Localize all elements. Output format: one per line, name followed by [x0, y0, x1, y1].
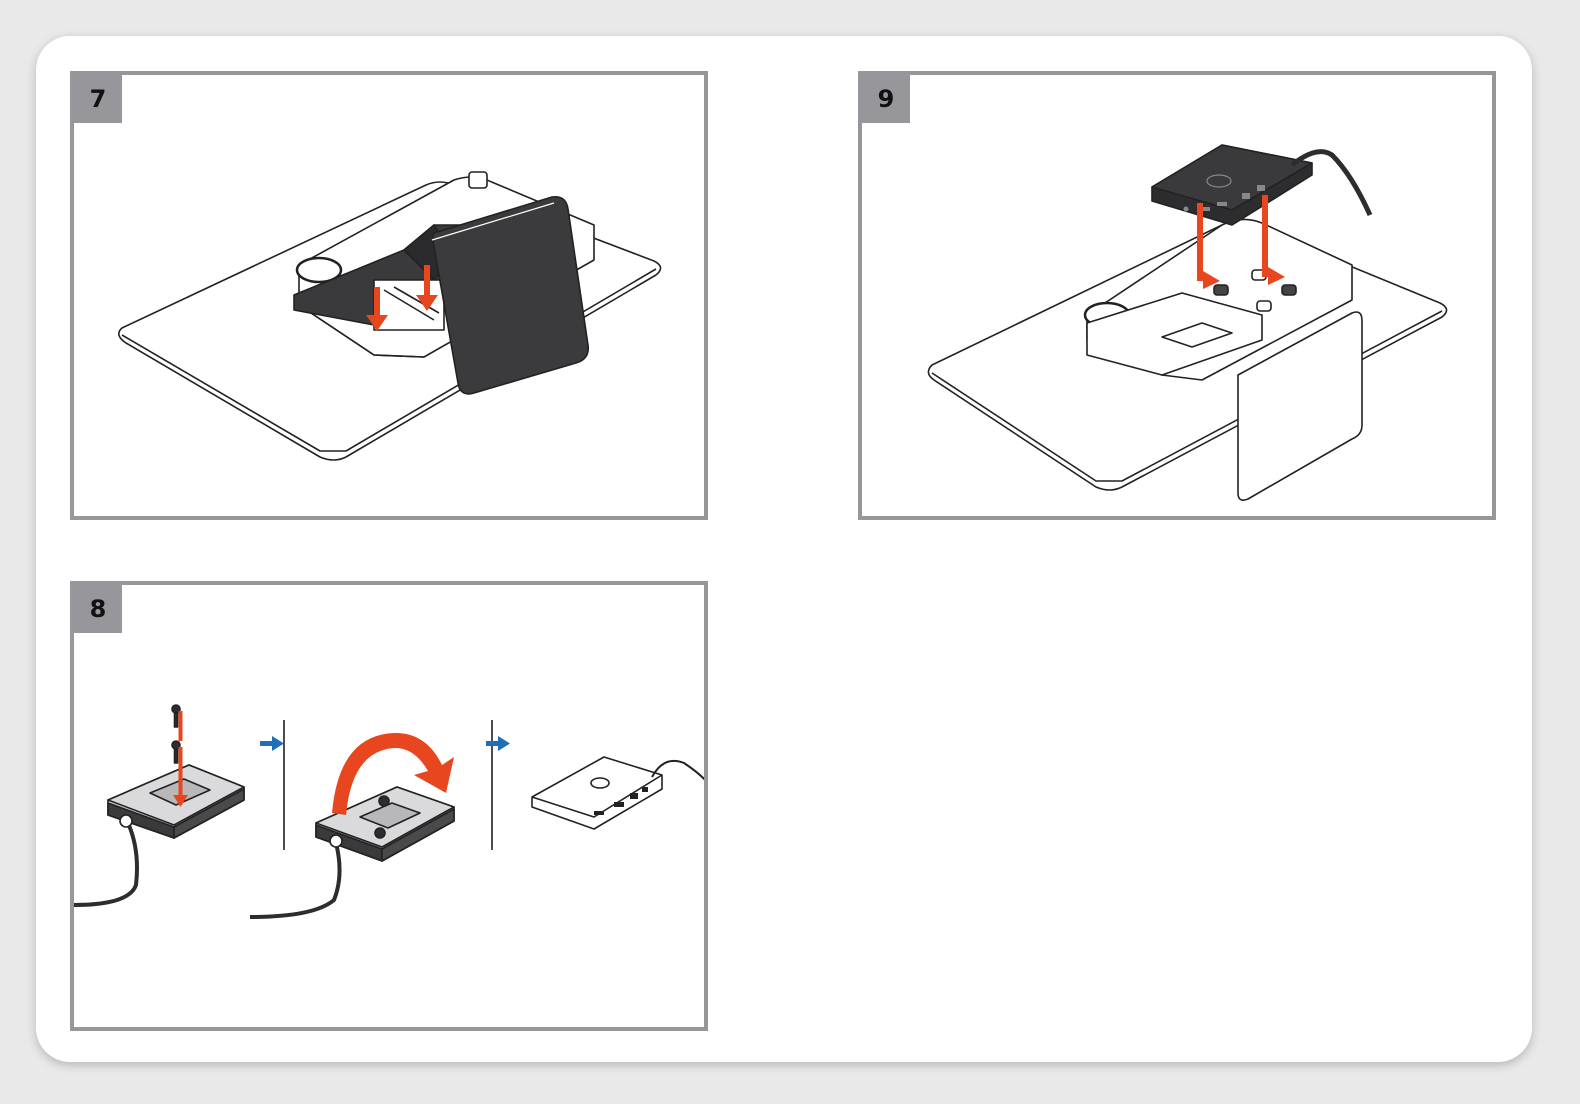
down-arrow — [173, 711, 188, 807]
step-number-badge: 7 — [74, 75, 122, 123]
stand-plate — [1237, 311, 1363, 501]
next-step-arrow — [260, 736, 284, 751]
dell-logo — [295, 256, 343, 284]
down-arrow — [366, 265, 438, 331]
step-9-illustration — [927, 144, 1448, 501]
power-cable — [1290, 149, 1373, 217]
step-8-illustration — [74, 704, 704, 919]
step-7-illustration — [118, 171, 662, 461]
step-8-panel: 8 — [70, 581, 708, 1031]
instruction-sheet: 7 — [36, 36, 1532, 1062]
power-cable — [651, 759, 704, 781]
usb-dock — [531, 756, 663, 830]
rotate-arrow — [332, 732, 454, 815]
step-7-panel: 7 — [70, 71, 708, 520]
down-arrow — [1197, 195, 1285, 289]
next-step-arrow — [486, 736, 510, 751]
dell-logo — [590, 777, 610, 789]
step-9-panel: 9 — [858, 71, 1496, 520]
step-number-badge: 9 — [862, 75, 910, 123]
screw — [171, 704, 181, 764]
usb-dock — [315, 786, 455, 862]
stand-plate — [432, 195, 590, 395]
power-cable — [249, 842, 342, 919]
step-number-badge: 8 — [74, 585, 122, 633]
usb-dock — [1151, 144, 1313, 226]
power-cable — [74, 822, 139, 907]
